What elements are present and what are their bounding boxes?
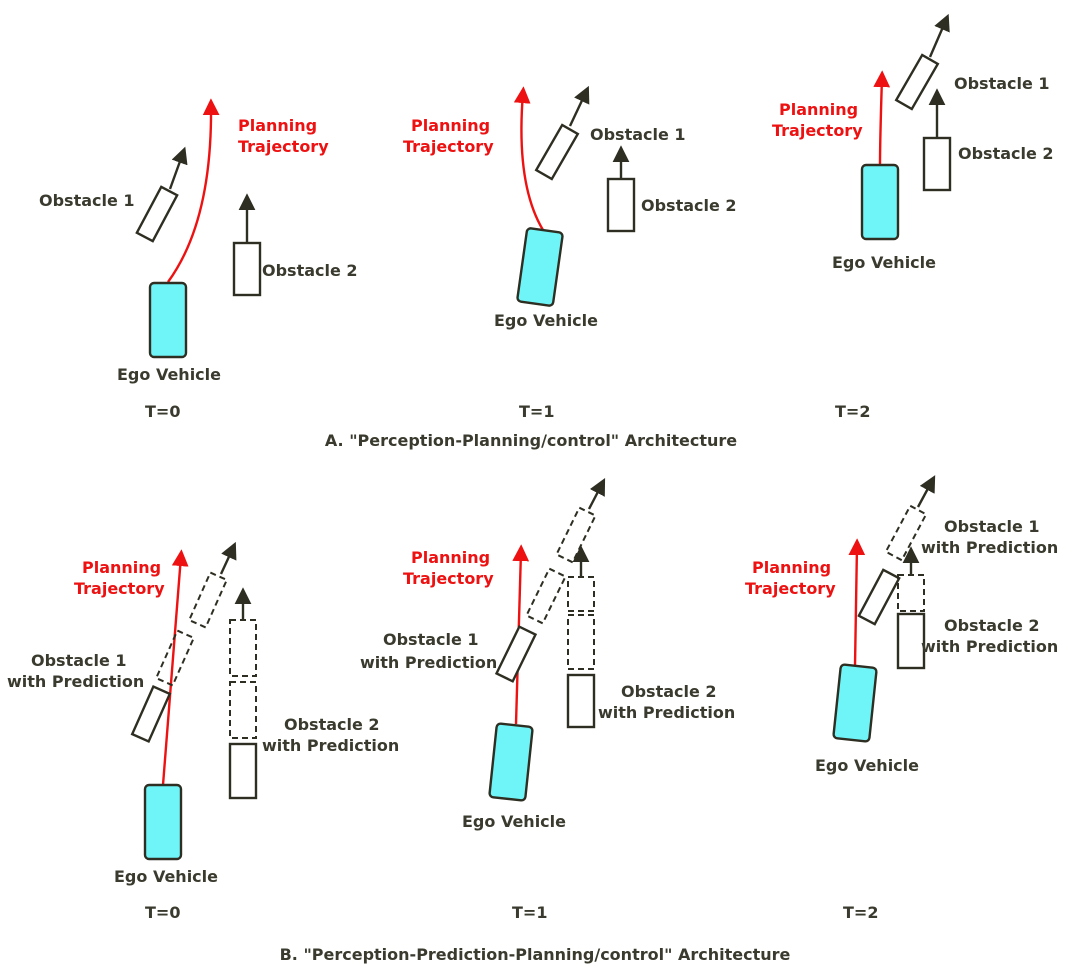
obstacle-2-label: Obstacle 2 [284, 715, 380, 734]
ego-vehicle-label: Ego Vehicle [494, 311, 598, 330]
ego-vehicle [143, 783, 183, 861]
time-label-t2: T=2 [843, 903, 878, 922]
obstacle-1-prediction-label: with Prediction [7, 672, 144, 691]
obstacle-1-prediction [884, 504, 928, 562]
obstacle-2-prediction [229, 681, 257, 739]
trajectory-label: Trajectory [745, 579, 836, 598]
obstacle-1-prediction-label: with Prediction [360, 653, 497, 672]
panel-b: Planning Trajectory Obstacle 1 with Pred… [7, 475, 1058, 964]
planning-trajectory-arrow [161, 549, 189, 786]
panel-a-t2: Planning Trajectory Obstacle 1 Obstacle … [772, 13, 1054, 421]
trajectory-label: Trajectory [772, 121, 863, 140]
obstacle-1-heading-arrow [916, 475, 936, 508]
planning-label: Planning [779, 100, 858, 119]
planning-label: Planning [752, 558, 831, 577]
obstacle-1-heading-arrow [587, 478, 606, 510]
obstacle-2-prediction-label: with Prediction [262, 736, 399, 755]
obstacle-2-label: Obstacle 2 [944, 616, 1040, 635]
ego-vehicle-label: Ego Vehicle [117, 365, 221, 384]
obstacle-2 [228, 742, 258, 800]
ego-vehicle-label: Ego Vehicle [832, 253, 936, 272]
trajectory-label: Trajectory [74, 579, 165, 598]
obstacle-1-label: Obstacle 1 [383, 630, 479, 649]
obstacle-1-heading-arrow [168, 146, 188, 190]
obstacle-2-label: Obstacle 2 [262, 261, 358, 280]
obstacle-1 [894, 53, 940, 111]
planning-trajectory-arrow [873, 70, 891, 166]
planning-label: Planning [82, 558, 161, 577]
obstacle-2 [606, 177, 636, 233]
panel-b-t2: Planning Trajectory Obstacle 1 with Pred… [745, 475, 1058, 922]
obstacle-1-prediction [555, 506, 597, 564]
ego-vehicle-label: Ego Vehicle [114, 867, 218, 886]
panel-b-t0: Planning Trajectory Obstacle 1 with Pred… [7, 541, 399, 922]
obstacle-2-label: Obstacle 2 [958, 144, 1054, 163]
trajectory-label: Trajectory [403, 569, 494, 588]
obstacle-1-prediction [525, 567, 567, 625]
obstacle-1-label: Obstacle 1 [944, 517, 1040, 536]
obstacle-2-prediction-label: with Prediction [598, 703, 735, 722]
obstacle-2 [566, 673, 596, 729]
obstacle-1 [857, 568, 901, 626]
planning-trajectory-arrow [848, 538, 866, 667]
ego-vehicle [832, 663, 878, 743]
obstacle-2-label: Obstacle 2 [641, 196, 737, 215]
obstacle-1 [494, 625, 538, 683]
obstacle-1-prediction [154, 629, 196, 687]
obstacle-1-heading-arrow [219, 541, 237, 575]
ego-vehicle-label: Ego Vehicle [462, 812, 566, 831]
panel-a-t1: Planning Trajectory Obstacle 1 Obstacle … [403, 85, 737, 421]
obstacle-1 [534, 123, 580, 181]
obstacle-2-prediction [567, 614, 595, 670]
obstacle-2 [232, 241, 262, 297]
obstacle-2-prediction [229, 619, 257, 677]
obstacle-1-heading-arrow [568, 85, 590, 127]
obstacle-1-prediction-label: with Prediction [921, 538, 1058, 557]
panel-a: Planning Trajectory Obstacle 1 Obstacle … [39, 13, 1054, 450]
obstacle-2 [896, 612, 926, 670]
obstacle-2-prediction [567, 576, 595, 612]
obstacle-1-label: Obstacle 1 [31, 651, 127, 670]
ego-vehicle [516, 227, 564, 307]
obstacle-1 [130, 685, 172, 743]
ego-vehicle [488, 722, 534, 802]
time-label-t1: T=1 [512, 903, 547, 922]
time-label-t0: T=0 [145, 903, 180, 922]
obstacle-2-prediction-label: with Prediction [921, 637, 1058, 656]
ego-vehicle [148, 281, 188, 359]
time-label-t2: T=2 [835, 402, 870, 421]
obstacle-2-label: Obstacle 2 [621, 682, 717, 701]
caption-a: A. "Perception-Planning/control" Archite… [325, 431, 737, 450]
time-label-t1: T=1 [519, 402, 554, 421]
panel-b-t1: Planning Trajectory Obstacle 1 with Pred… [360, 478, 735, 922]
obstacle-1-label: Obstacle 1 [954, 74, 1050, 93]
ego-vehicle-label: Ego Vehicle [815, 756, 919, 775]
obstacle-1-label: Obstacle 1 [39, 191, 135, 210]
trajectory-label: Trajectory [238, 137, 329, 156]
obstacle-1 [135, 185, 179, 243]
planning-label: Planning [411, 548, 490, 567]
caption-b: B. "Perception-Prediction-Planning/contr… [280, 945, 791, 964]
ego-vehicle [860, 163, 900, 241]
planning-trajectory-arrow [167, 98, 220, 283]
obstacle-1-label: Obstacle 1 [590, 125, 686, 144]
obstacle-1-prediction [187, 571, 229, 629]
trajectory-label: Trajectory [403, 137, 494, 156]
obstacle-2-prediction [897, 574, 925, 612]
time-label-t0: T=0 [145, 402, 180, 421]
obstacle-1-heading-arrow [928, 13, 950, 58]
planning-label: Planning [411, 116, 490, 135]
planning-label: Planning [238, 116, 317, 135]
planning-trajectory-arrow [513, 86, 545, 231]
panel-a-t0: Planning Trajectory Obstacle 1 Obstacle … [39, 98, 358, 421]
obstacle-2 [922, 136, 952, 192]
